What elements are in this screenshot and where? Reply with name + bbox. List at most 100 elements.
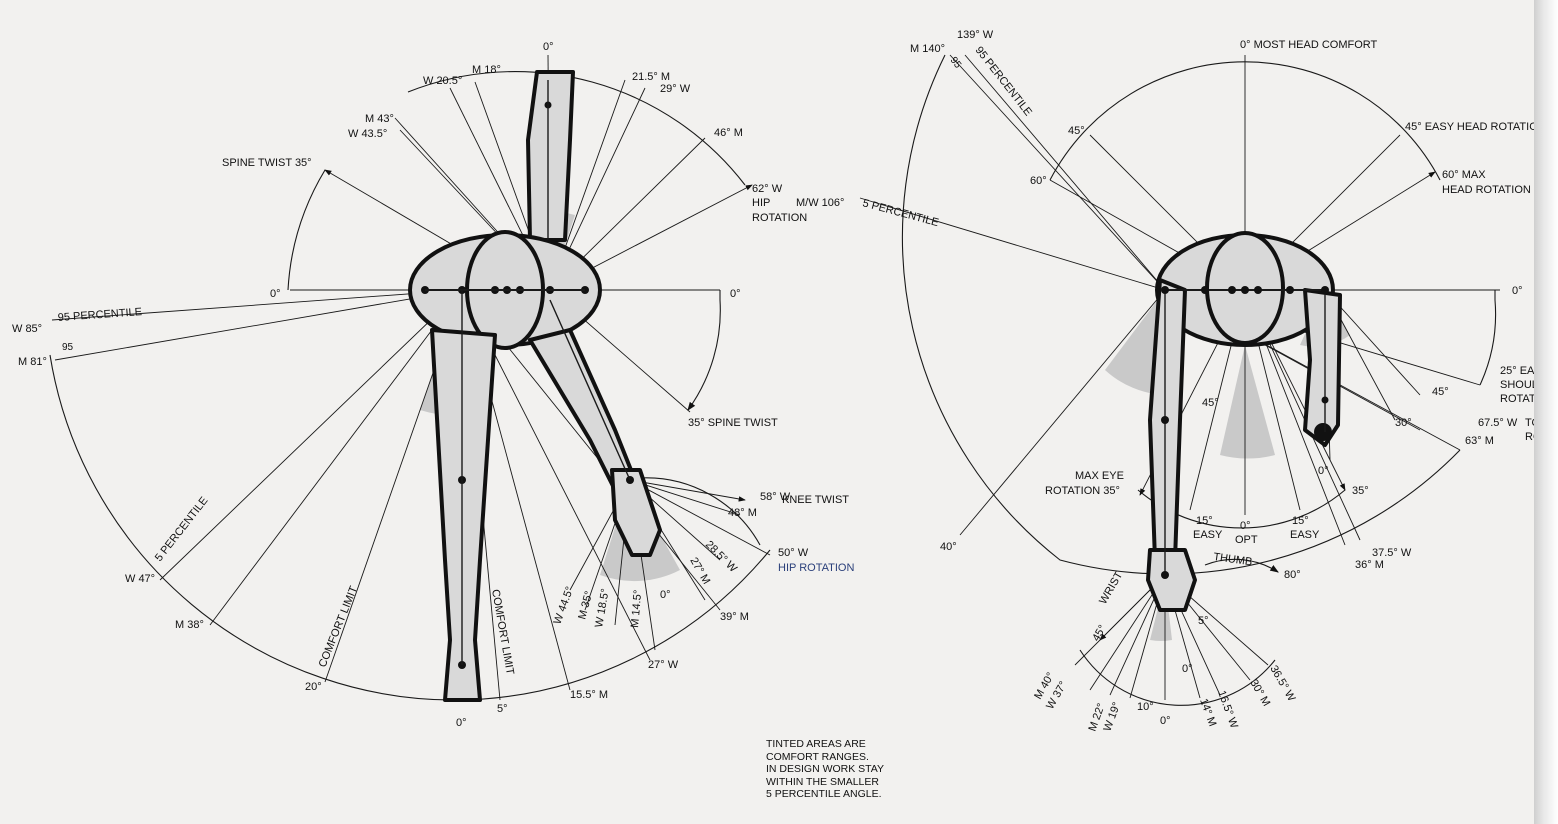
left-raised-leg [526,70,575,242]
label: OPT [1235,534,1258,546]
label: 28.5° W [703,539,740,576]
label: 0° [456,717,467,729]
note-line: WITHIN THE SMALLER [766,775,879,788]
right-tint-shoulder [1105,290,1165,395]
label: M 14.5° [629,589,644,628]
label: 5° [497,703,508,715]
left-outer-arc [49,354,771,701]
label: 20° [305,681,322,693]
note-line: COMFORT RANGES. [766,750,869,763]
label: 60° [1030,175,1047,187]
left-foot [610,468,662,557]
label: 45° EASY HEAD ROTATION [1405,121,1534,133]
label: 36.5° W [1267,664,1297,705]
right-thumb-arc [1204,558,1279,573]
label: 48° M [728,507,757,519]
label: 95 PERCENTILE [973,44,1034,118]
right-hand [1146,548,1197,612]
label: 50° W [778,547,809,559]
right-big-circle [901,54,1461,575]
left-spine-arc [287,169,326,291]
label: 5 PERCENTILE [861,197,940,229]
label: 45° [1068,125,1085,137]
left-top-arc [407,71,746,186]
right-figure: 139° W M 140° 95 PERCENTILE 95 0° MOST H… [796,29,1534,733]
right-arm-bent [1303,288,1342,447]
note-line: 5 PERCENTILE ANGLE. [766,788,882,800]
tint-note: TINTED AREAS ARE COMFORT RANGES. IN DESI… [766,738,936,801]
label: 95 [948,55,964,71]
label: 15° [1292,515,1309,527]
label: M 81° [18,356,47,368]
label: 0° [1318,465,1329,477]
label: 0° [1160,715,1171,727]
label: 25° EASY [1500,365,1534,377]
label: 0° [1182,663,1193,675]
left-spine-arc-bottom [687,290,721,411]
label: 27° W [648,659,679,671]
left-bent-leg [528,328,637,492]
label: 0° [1512,285,1523,297]
label: 36° M [1355,559,1384,571]
label: ROTATION [752,212,807,224]
label: HIP ROTATION [778,562,854,574]
label: 62° W [752,183,783,195]
label: 35° SPINE TWIST [688,417,778,429]
label: 15° [1196,515,1213,527]
label: 5 PERCENTILE [153,495,211,564]
label: M/W 106° [796,197,844,209]
label: KNEE TWIST [782,494,849,506]
label: WRIST [1097,570,1125,607]
left-standing-leg [430,328,497,702]
label: TOTAL [1525,417,1534,429]
book-page-edge [1534,0,1558,824]
right-wrist-arc [1079,649,1276,706]
label: M 140° [910,43,945,55]
label: EASY [1193,529,1223,541]
label: 63° M [1465,435,1494,447]
label: SPINE TWIST 35° [222,157,312,169]
label: 58° W [760,491,791,503]
label: 45° [1202,397,1219,409]
label: COMFORT LIMIT [317,584,361,669]
label: 0° [730,288,741,300]
label: 40° [940,541,957,553]
label: 27° M [687,556,712,587]
label: W 44.5° [552,585,577,626]
label: 39° M [720,611,749,623]
label: 29° W [660,83,691,95]
label: M 18° [472,64,501,76]
label: W 85° [12,323,42,335]
label: MAX EYE [1075,470,1124,482]
label: 14° M [1197,697,1218,728]
label: 0° [270,288,281,300]
label: ROTATION 35° [1045,485,1120,497]
label: W 47° [125,573,155,585]
label: 0° MOST HEAD COMFORT [1240,39,1378,51]
label: EASY [1290,529,1320,541]
label: HEAD ROTATION [1442,184,1531,196]
left-figure: 0° M 18° W 20.5° 21.5° M 29° W M 43° W 4… [12,41,854,729]
label: ROTATION [1525,431,1534,443]
note-line: IN DESIGN WORK STAY [766,763,885,775]
note-line: TINTED AREAS ARE [766,738,866,750]
label: M 38° [175,619,204,631]
label: 5° [1198,615,1209,627]
label: 95 PERCENTILE [57,306,142,324]
label: 60° MAX [1442,169,1486,181]
label: 95 [62,342,74,353]
label: W 20.5° [423,75,462,87]
label: 0° [543,41,554,53]
label: 0° [660,589,671,601]
label: M 35° [576,590,595,621]
label: 21.5° M [632,71,670,83]
label: 139° W [957,29,994,41]
label: 30° [1395,417,1412,429]
label: 10° [1137,701,1154,713]
label: 15.5° M [570,689,608,701]
label: W 43.5° [348,128,387,140]
label: 46° M [714,127,743,139]
right-tint-eye [1220,345,1275,459]
label: THUMB [1213,551,1253,568]
